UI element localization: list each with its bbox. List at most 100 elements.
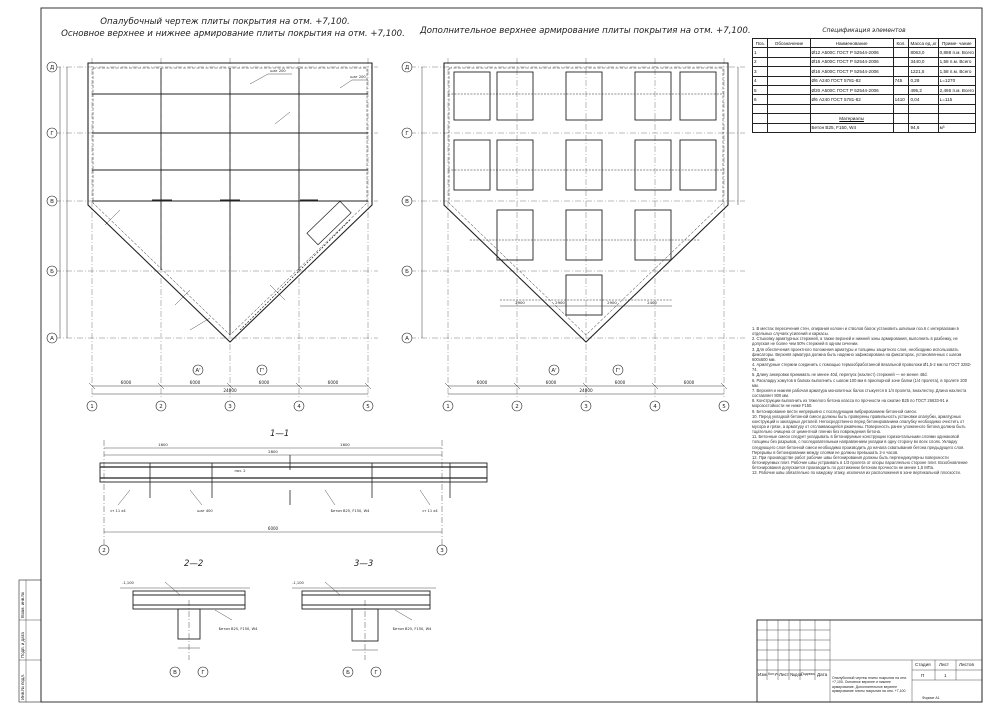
stamp-col-izm: Изм. [758, 672, 768, 677]
section-1-label: 1—1 [270, 429, 290, 439]
sec3-level: -1,100 [292, 581, 304, 585]
dim-right-c: 2900 [607, 300, 617, 305]
axis-label-D: Д [50, 65, 55, 71]
sec1-bay-dim: 1600 [158, 442, 168, 447]
axis-label-diag-a: А' [195, 368, 200, 374]
stamp-stage-header: Стадия [915, 662, 931, 667]
note-item: 1. В местах пересечения стен, опирания к… [752, 326, 959, 337]
spec-col-note: Приме- чание [937, 37, 977, 49]
axis-bubble [197, 666, 209, 678]
table-row [751, 103, 977, 115]
axis-bubble [401, 127, 413, 139]
note-item: 12. При производстве работ рабочие швы б… [752, 454, 968, 471]
stamp-description: Опалубочный чертеж плиты покрытия на отм… [832, 676, 907, 694]
plan-right-title: Дополнительное верхнее армирование плиты… [420, 26, 751, 36]
axis-bubble [370, 666, 382, 678]
axis-label-4: 4 [653, 404, 657, 410]
dim-bay-4: 6000 [328, 380, 339, 385]
sec1-span-dim: 2800 [268, 449, 278, 454]
axis-bubble [256, 364, 268, 376]
axis-bubble [192, 364, 204, 376]
spec-col-qty: Кол. [892, 37, 910, 49]
axis-bubble [511, 400, 523, 412]
axis-bubble [612, 364, 624, 376]
axis-label-3: 3 [228, 404, 232, 410]
axis-label-G: Г [405, 131, 409, 137]
stamp-sheets-header: Листов [959, 662, 974, 667]
axis-label-diag-g: Г' [260, 368, 265, 374]
stamp-col-doc: №док. [790, 672, 804, 677]
section-2-label: 2—2 [184, 559, 204, 569]
axis-bubble [98, 544, 110, 556]
right-grid-bubbles [401, 61, 730, 412]
axis-bubble [401, 61, 413, 73]
axis-label-1: 1 [90, 404, 94, 410]
axis-bubble [401, 332, 413, 344]
left-grid-bubbles [46, 61, 374, 412]
axis-label-5: 5 [366, 404, 370, 410]
axis-label-diag-g: Г' [616, 368, 621, 374]
axis-label-5: 5 [722, 404, 726, 410]
axis-bubble [46, 61, 58, 73]
section-2-2 [120, 581, 250, 660]
axis-bubble [342, 666, 354, 678]
axis-bubble [46, 195, 58, 207]
sec3-axis-b: Б [346, 670, 350, 676]
axis-label-3: 3 [584, 404, 588, 410]
note-item: 5. Длину анкеровки принимать не менее 40… [752, 372, 928, 378]
note-item: 2. Стыковку арматурных стержней, а также… [752, 336, 958, 347]
sec1-pos: поз. 2 [234, 469, 245, 473]
note-item: 4. Арматурные стержни соединить с помощь… [752, 362, 972, 373]
axis-bubble [86, 400, 98, 412]
axis-bubble [436, 544, 448, 556]
sec1-axis-2: 2 [102, 548, 106, 554]
dim-right-a: 2900 [515, 300, 525, 305]
stamp-col-sign: Подпись [801, 672, 816, 676]
dim-right-b: 2900 [555, 300, 565, 305]
note-item: 8. Конструкции выполнить из тяжелого бет… [752, 398, 949, 409]
axis-bubble [442, 400, 454, 412]
note-item: 10. Перед укладкой бетонной смеси должны… [752, 413, 966, 435]
axis-label-2: 2 [515, 404, 519, 410]
side-label-inv: Инв.№ подл. [20, 673, 25, 700]
axis-bubble [649, 400, 661, 412]
axis-label-4: 4 [297, 404, 301, 410]
section-1-1 [99, 440, 488, 545]
spec-col-pos: Поз. [751, 37, 769, 49]
dim-bay-3: 6000 [259, 380, 270, 385]
note-item: 3. Для обеспечения проектного положения … [752, 346, 962, 362]
dim-bay-1: 6000 [477, 380, 488, 385]
spec-table: Поз. Обозначение Наименование Кол. Масса… [751, 37, 977, 133]
sec3-concrete: Бетон В25, F150, W4 [393, 627, 433, 631]
stamp-sheet-header: Лист [939, 662, 949, 667]
side-stamp-frame [18, 579, 42, 703]
callout-step: шаг 200 [270, 69, 286, 73]
dim-bay-1: 6000 [121, 380, 132, 385]
stamp-col-kol: Кол.уч. [768, 672, 780, 676]
axis-bubble [548, 364, 560, 376]
sec3-axis-g: Г [374, 670, 378, 676]
stamp-sheet-value: 1 [944, 673, 947, 678]
dim-bay-4: 6000 [684, 380, 695, 385]
right-plan [410, 58, 745, 398]
plan-left-title-1: Опалубочный чертеж плиты покрытия на отм… [100, 17, 350, 27]
axis-bubble [155, 400, 167, 412]
note-item: 6. Раскладку хомутов в балках выполнить … [752, 377, 968, 388]
axis-bubble [46, 332, 58, 344]
dim-bay-3: 6000 [615, 380, 626, 385]
sec1-axis-3: 3 [440, 548, 444, 554]
axis-bubble [401, 195, 413, 207]
note-item: 11. Бетонные смеси следует укладывать в … [752, 434, 965, 455]
note-item: 9. Бетонирование вести непрерывно с посл… [752, 408, 917, 414]
axis-label-B: Б [405, 269, 409, 275]
axis-label-diag-a: А' [551, 368, 556, 374]
spec-col-name: Наименование [809, 37, 894, 49]
section-3-3 [292, 581, 436, 660]
note-item: 13. Рабочие швы обязательно по каждому э… [752, 470, 961, 476]
dim-bay-2: 6000 [546, 380, 557, 385]
